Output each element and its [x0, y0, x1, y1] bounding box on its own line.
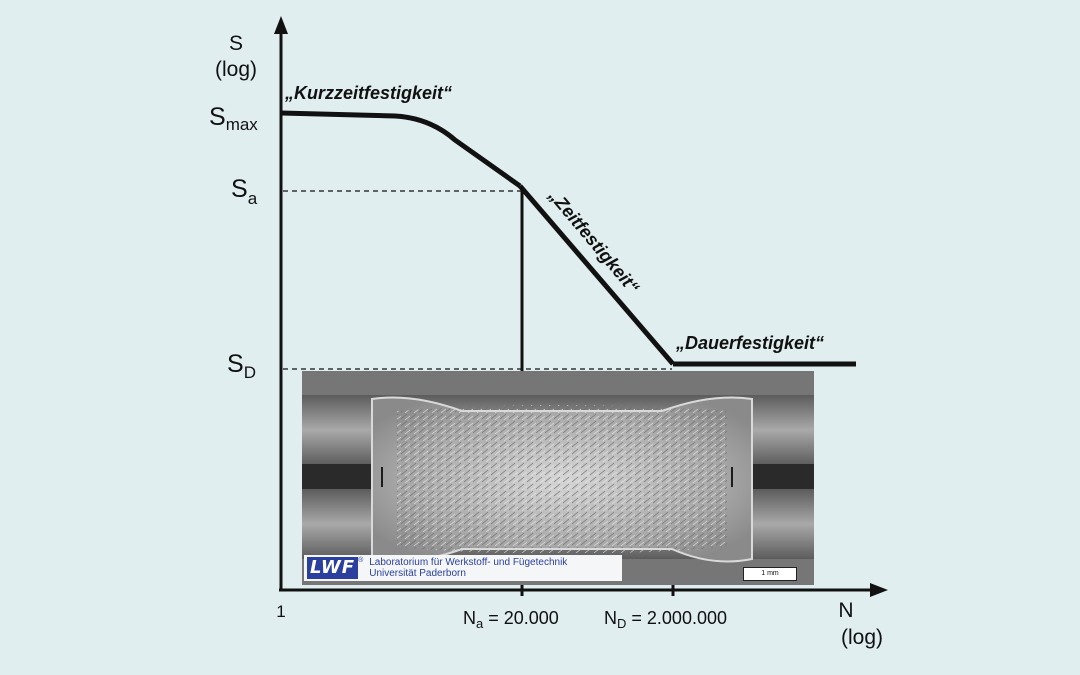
x-axis-arrow	[870, 583, 888, 597]
x-origin-label: 1	[276, 602, 285, 621]
weld-micrograph: LWF ® Laboratorium für Werkstoff- und Fü…	[302, 371, 814, 585]
y-axis-title: S	[229, 32, 243, 55]
lwf-caption-line2: Universität Paderborn	[369, 568, 466, 579]
y-label-sd: SD	[227, 350, 256, 382]
lwf-logo-box: LWF ® Laboratorium für Werkstoff- und Fü…	[304, 555, 622, 581]
y-label-smax: Smax	[209, 103, 258, 134]
x-axis-title: N	[838, 599, 853, 622]
lwf-caption-line1: Laboratorium für Werkstoff- und Fügetech…	[369, 557, 568, 568]
region-short-label: „Kurzzeitfestigkeit“	[284, 83, 452, 103]
scale-bar: 1 mm	[743, 567, 797, 581]
lwf-logo-mark: ®	[358, 557, 364, 564]
region-finite-label: „Zeitfestigkeit“	[544, 185, 643, 297]
sn-curve-short-life	[280, 110, 522, 189]
sn-curve-finite-life	[518, 184, 675, 366]
y-axis-arrow	[274, 16, 288, 34]
x-label-na: Na = 20.000	[463, 608, 559, 631]
x-axis-title-log: (log)	[841, 626, 883, 649]
y-axis-title-log: (log)	[215, 58, 257, 81]
region-endurance-label: „Dauerfestigkeit“	[675, 333, 824, 353]
lwf-logo: LWF	[307, 557, 359, 579]
lwf-caption: Laboratorium für Werkstoff- und Fügetech…	[369, 557, 567, 579]
x-label-nd: ND = 2.000.000	[604, 608, 727, 631]
y-label-sa: Sa	[231, 175, 258, 208]
